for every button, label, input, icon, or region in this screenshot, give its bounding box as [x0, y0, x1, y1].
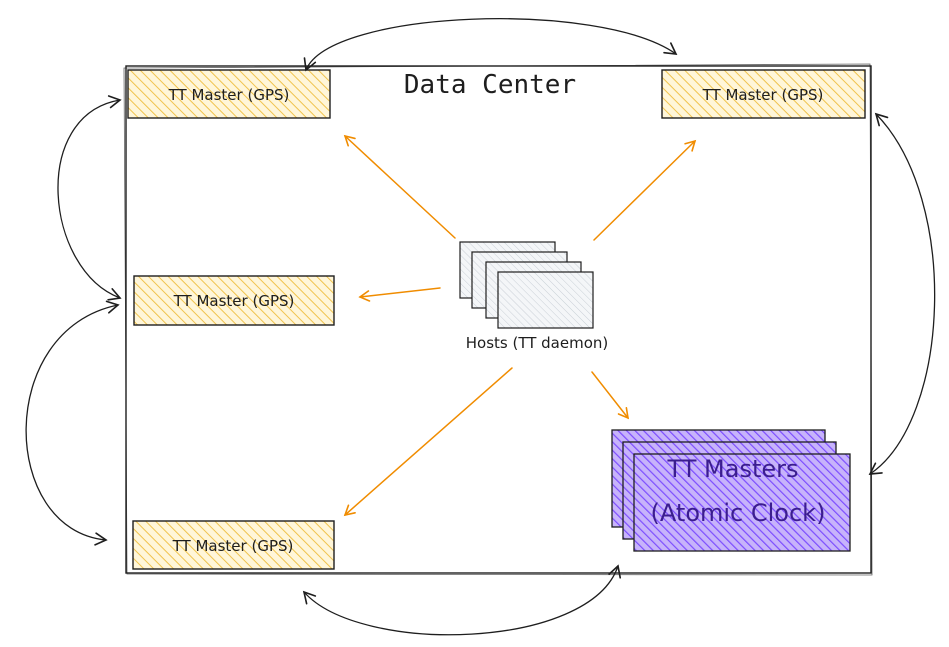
hosts-stack[interactable]: Hosts (TT daemon) — [459, 241, 609, 352]
master-label: TT Master (GPS) — [168, 86, 290, 104]
arrow-to-mid-left — [358, 287, 441, 302]
sync-right — [868, 112, 936, 475]
host-arrows — [343, 134, 697, 517]
hosts-label: Hosts (TT daemon) — [466, 334, 609, 352]
atomic-label-line1: TT Masters — [667, 455, 799, 483]
sync-arrows — [25, 18, 936, 636]
sync-left-upper — [57, 95, 122, 301]
master-label: TT Master (GPS) — [173, 292, 295, 310]
master-label: TT Master (GPS) — [702, 86, 824, 104]
master-label: TT Master (GPS) — [172, 537, 294, 555]
master-gps-top-left[interactable]: TT Master (GPS) — [127, 69, 331, 119]
master-gps-top-right[interactable]: TT Master (GPS) — [661, 69, 866, 119]
sync-top — [303, 18, 678, 72]
atomic-clock-stack[interactable]: TT Masters (Atomic Clock) — [611, 429, 851, 552]
sync-bottom — [302, 564, 622, 636]
master-gps-mid-left[interactable]: TT Master (GPS) — [133, 275, 335, 326]
arrow-to-bottom-left — [343, 367, 513, 517]
arrow-to-top-right — [593, 139, 697, 241]
atomic-label-line2: (Atomic Clock) — [651, 499, 826, 527]
arrow-to-atomic — [591, 371, 630, 420]
data-center-title: Data Center — [404, 70, 576, 100]
arrow-to-top-left — [343, 134, 456, 239]
sync-left-lower — [25, 300, 120, 546]
master-gps-bottom-left[interactable]: TT Master (GPS) — [132, 520, 335, 570]
